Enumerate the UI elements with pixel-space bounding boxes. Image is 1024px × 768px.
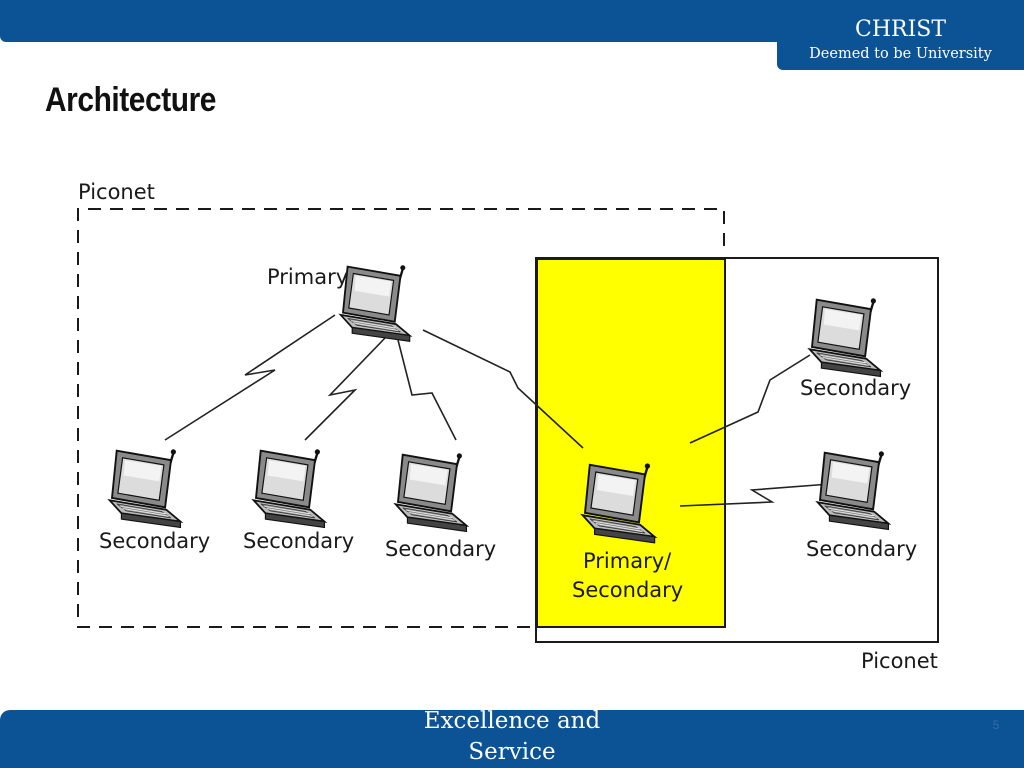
piconet-label-right: Piconet	[861, 649, 938, 673]
laptop-icon	[339, 264, 411, 343]
piconet-label-left: Piconet	[78, 180, 155, 204]
bridge-device-label-line1: Primary/	[583, 549, 672, 573]
bridge-highlight-region	[536, 258, 726, 628]
brand-subtitle: Deemed to be University	[809, 46, 992, 62]
secondary-device-label: Secondary	[243, 529, 354, 553]
secondary-device-label: Secondary	[806, 537, 917, 561]
piconet-boundary-left	[77, 208, 725, 628]
footer-bar	[0, 710, 1024, 768]
lightning-link-icon	[422, 329, 584, 449]
tagline-line-2: Service	[468, 739, 556, 765]
laptop-icon	[394, 452, 468, 533]
slide-title: Architecture	[45, 81, 216, 119]
brand-name: CHRIST	[854, 17, 947, 42]
laptop-icon	[252, 448, 326, 529]
slide-number: 5	[992, 718, 1000, 732]
tagline-line-1: Excellence and	[423, 708, 601, 734]
university-brand: CHRIST Deemed to be University	[777, 0, 1024, 70]
bridge-device-label-line2: Secondary	[572, 578, 683, 602]
lightning-link-icon	[304, 337, 386, 441]
laptop-icon	[808, 297, 882, 378]
lightning-link-icon	[164, 314, 336, 441]
secondary-device-label: Secondary	[385, 537, 496, 561]
secondary-device-label: Secondary	[800, 376, 911, 400]
primary-device-label: Primary	[267, 265, 348, 289]
laptop-icon	[816, 450, 890, 531]
secondary-device-label: Secondary	[99, 529, 210, 553]
laptop-icon	[108, 448, 182, 529]
lightning-link-icon	[679, 483, 831, 507]
footer-tagline: Excellence and Service	[412, 706, 612, 768]
lightning-link-icon	[689, 354, 811, 444]
lightning-link-icon	[397, 339, 457, 441]
